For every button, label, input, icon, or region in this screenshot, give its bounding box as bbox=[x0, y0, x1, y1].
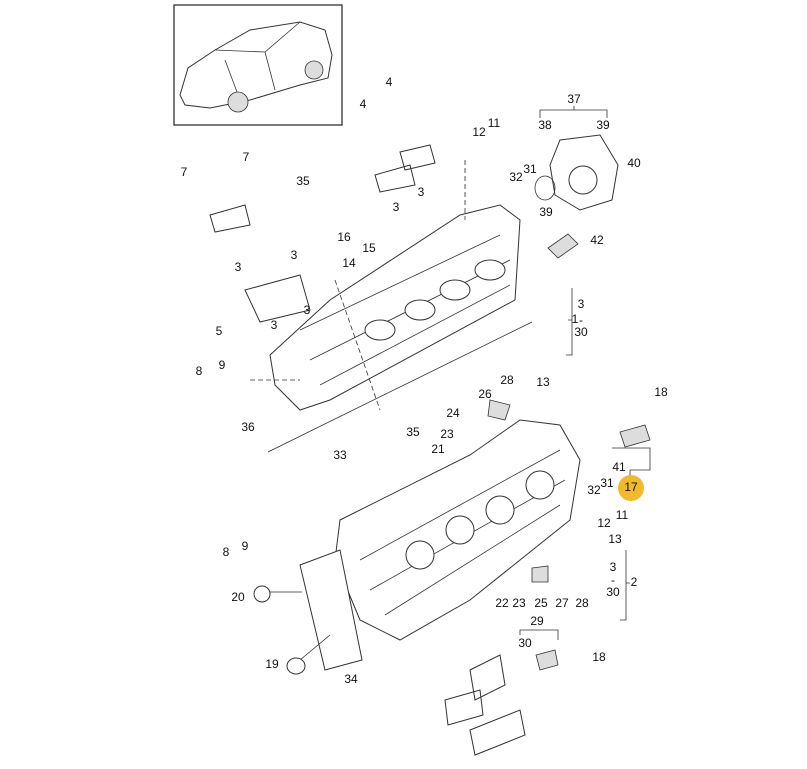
callout-label[interactable]: 13 bbox=[608, 532, 622, 546]
callout-label[interactable]: 3 bbox=[393, 200, 400, 214]
callout-label[interactable]: 38 bbox=[538, 118, 552, 132]
callout-label[interactable]: - bbox=[579, 313, 583, 327]
callout-label[interactable]: 9 bbox=[219, 358, 226, 372]
callout-label[interactable]: 26 bbox=[478, 387, 492, 401]
vehicle-thumbnail bbox=[173, 4, 343, 126]
callout-label[interactable]: 24 bbox=[446, 406, 460, 420]
callout-label[interactable]: 3 bbox=[418, 185, 425, 199]
callout-label[interactable]: 37 bbox=[567, 92, 581, 106]
callout-label[interactable]: 29 bbox=[530, 614, 544, 628]
callout-label[interactable]: 4 bbox=[360, 97, 367, 111]
callout-label[interactable]: 25 bbox=[534, 596, 548, 610]
callout-label[interactable]: 9 bbox=[242, 539, 249, 553]
callout-label[interactable]: 14 bbox=[342, 256, 356, 270]
callout-label[interactable]: 31 bbox=[600, 476, 614, 490]
callout-label[interactable]: 7 bbox=[181, 165, 188, 179]
callout-label[interactable]: 19 bbox=[265, 657, 279, 671]
upper-cylinder-head bbox=[209, 144, 533, 453]
callout-label[interactable]: 21 bbox=[431, 442, 445, 456]
callout-label[interactable]: 1 bbox=[572, 312, 579, 326]
callout-label[interactable]: 23 bbox=[440, 427, 454, 441]
lower-cylinder-head bbox=[253, 288, 651, 756]
callout-label[interactable]: 12 bbox=[472, 125, 486, 139]
callout-label[interactable]: 39 bbox=[596, 118, 610, 132]
callout-label[interactable]: 4 bbox=[386, 75, 393, 89]
callout-label[interactable]: 36 bbox=[241, 420, 255, 434]
callout-label[interactable]: 17 bbox=[624, 480, 638, 494]
highlight-marker bbox=[618, 475, 644, 501]
callout-label[interactable]: 12 bbox=[597, 516, 611, 530]
callout-label[interactable]: 30 bbox=[606, 585, 620, 599]
callout-label[interactable]: 20 bbox=[231, 590, 245, 604]
callout-label[interactable]: 22 bbox=[495, 596, 509, 610]
callout-label[interactable]: 5 bbox=[216, 324, 223, 338]
callout-label[interactable]: 8 bbox=[223, 545, 230, 559]
callout-label[interactable]: 11 bbox=[488, 116, 501, 130]
vacuum-pump bbox=[534, 106, 619, 259]
callout-label[interactable]: 15 bbox=[362, 241, 376, 255]
callout-label[interactable]: 40 bbox=[627, 156, 641, 170]
callout-label[interactable]: 42 bbox=[590, 233, 604, 247]
callout-label[interactable]: 3 bbox=[578, 297, 585, 311]
callout-label[interactable]: 16 bbox=[337, 230, 351, 244]
callout-label[interactable]: 35 bbox=[296, 174, 310, 188]
callout-label[interactable]: 33 bbox=[333, 448, 347, 462]
callout-label[interactable]: 30 bbox=[574, 325, 588, 339]
callout-label[interactable]: 39 bbox=[539, 205, 553, 219]
callout-label[interactable]: 34 bbox=[344, 672, 358, 686]
callout-label[interactable]: 3 bbox=[610, 560, 617, 574]
callout-label[interactable]: 11 bbox=[616, 508, 629, 522]
callout-label[interactable]: 32 bbox=[509, 170, 523, 184]
callout-label[interactable]: 28 bbox=[500, 373, 514, 387]
callout-label[interactable]: 27 bbox=[555, 596, 569, 610]
callout-label[interactable]: 35 bbox=[406, 425, 420, 439]
callout-label[interactable]: 18 bbox=[592, 650, 606, 664]
callout-label[interactable]: 28 bbox=[575, 596, 589, 610]
callout-label[interactable]: 8 bbox=[196, 364, 203, 378]
callout-label[interactable]: 41 bbox=[612, 460, 626, 474]
callout-label[interactable]: 32 bbox=[587, 483, 601, 497]
callout-label[interactable]: 13 bbox=[536, 375, 550, 389]
callout-label[interactable]: 3 bbox=[304, 303, 311, 317]
callout-label[interactable]: 3 bbox=[235, 260, 242, 274]
callout-label[interactable]: 31 bbox=[523, 162, 537, 176]
callout-label[interactable]: 7 bbox=[243, 150, 250, 164]
callout-label[interactable]: - bbox=[611, 573, 615, 587]
callout-label[interactable]: 2 bbox=[631, 575, 638, 589]
callout-label[interactable]: 30 bbox=[518, 636, 532, 650]
callout-label[interactable]: 18 bbox=[654, 385, 668, 399]
callout-label[interactable]: 3 bbox=[291, 248, 298, 262]
callout-label[interactable]: 3 bbox=[271, 318, 278, 332]
callout-label[interactable]: 23 bbox=[512, 596, 526, 610]
